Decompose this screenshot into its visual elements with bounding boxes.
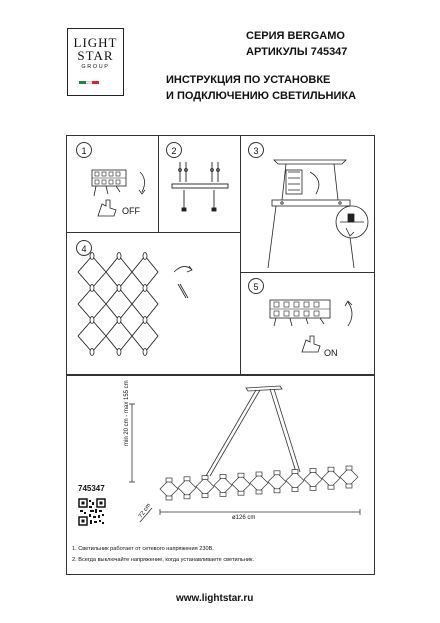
lattice-joints: [89, 252, 148, 356]
height-dimension-label: min 20 cm - max 155 cm: [124, 380, 130, 446]
divider: [240, 135, 241, 375]
article-number: 745347: [78, 484, 105, 493]
width-dimension-label: ø126 cm: [232, 515, 256, 521]
step-1-terminal-illustration: [91, 169, 146, 197]
logo-line2: STAR: [77, 48, 114, 63]
step-2-mounting-plate-illustration: [171, 162, 229, 212]
website-link[interactable]: www.lightstar.ru: [176, 593, 254, 604]
series-title: СЕРИЯ BERGAMO: [246, 30, 345, 42]
step-3-ceiling-install-illustration: [267, 159, 369, 269]
logo-line1: LIGHT: [73, 35, 118, 50]
step-2-number: 2: [166, 142, 182, 158]
chandelier-dimension-diagram: [129, 385, 361, 523]
steps-frame: [66, 135, 375, 375]
step-1-number: 1: [76, 142, 92, 158]
step-4-lattice-illustration: [77, 252, 193, 356]
divider: [66, 232, 241, 233]
brand-logo: LIGHT STAR GROUP: [67, 28, 124, 96]
italian-flag-icon: [79, 81, 100, 84]
divider: [158, 135, 159, 232]
step-5-terminal-illustration: [269, 299, 353, 327]
step-5-number: 5: [248, 278, 264, 294]
off-label: OFF: [122, 206, 140, 216]
qr-code: [78, 498, 106, 526]
hand-switch-icon: [301, 335, 321, 353]
on-label: ON: [324, 348, 338, 358]
instruction-line2: И ПОДКЛЮЧЕНИЮ СВЕТИЛЬНИКА: [166, 90, 357, 102]
logo-line3: GROUP: [81, 64, 110, 70]
instruction-line1: ИНСТРУКЦИЯ ПО УСТАНОВКЕ: [166, 74, 331, 86]
note-1: 1. Светильник работает от сетевого напря…: [72, 546, 214, 552]
articles-title: АРТИКУЛЫ 745347: [246, 46, 348, 58]
hand-switch-icon: [97, 199, 117, 217]
note-2: 2. Всегда выключайте напряжение, когда у…: [72, 557, 255, 563]
step-4-number: 4: [76, 240, 92, 256]
product-diagram-panel: [66, 375, 375, 575]
step-3-number: 3: [248, 142, 264, 158]
divider: [240, 272, 375, 273]
